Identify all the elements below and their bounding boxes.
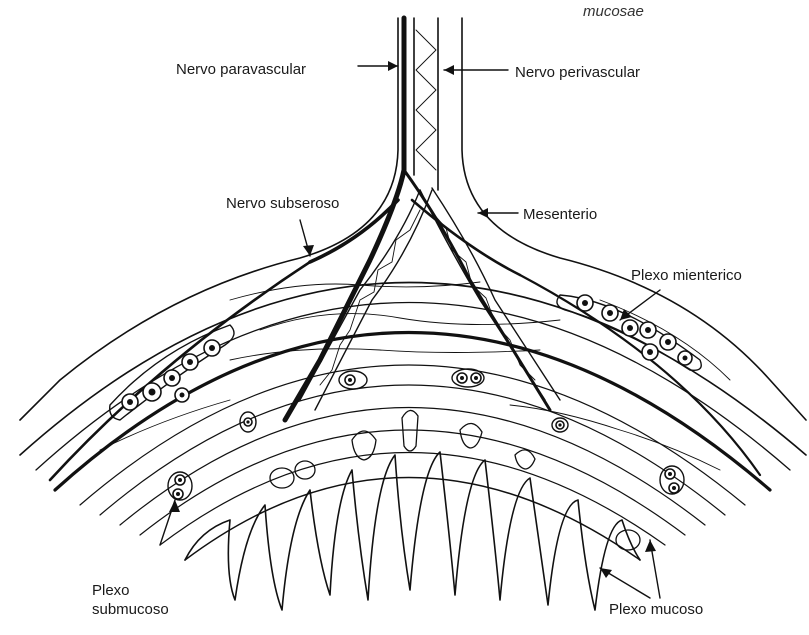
arrowhead-perivascular [444, 65, 454, 75]
fiber-wiggle-4 [510, 405, 720, 470]
vessel-zigzag-left [320, 210, 420, 385]
lymphoid-follicle-3 [616, 530, 640, 550]
label-nervo-perivascular: Nervo perivascular [515, 63, 640, 82]
label-plexo-submucoso-2: submucoso [92, 600, 169, 619]
perivascular-plexus-zigzag [416, 30, 436, 170]
label-plexo-mucoso: Plexo mucoso [609, 600, 703, 619]
crypt-2 [402, 410, 418, 451]
crypt-4 [515, 450, 535, 469]
label-nervo-subseroso: Nervo subseroso [226, 194, 339, 213]
submucosa-arc-2 [160, 453, 665, 546]
submucosa-arc-1 [140, 430, 685, 535]
arrowhead-mesenterio [478, 208, 488, 218]
arrowhead-mucoso-a [600, 568, 612, 578]
villi-outline [185, 452, 640, 610]
arrowhead-mucoso-b [645, 540, 656, 552]
label-plexo-mienterico: Plexo mienterico [631, 266, 742, 285]
label-nervo-paravascular: Nervo paravascular [176, 60, 306, 79]
label-mucosae: mucosae [583, 2, 644, 21]
arrowhead-paravascular [388, 61, 398, 71]
label-mesenterio: Mesenterio [523, 205, 597, 224]
label-plexo-submucoso-1: Plexo [92, 581, 130, 600]
muscle-arc-4 [120, 408, 705, 526]
arrowhead-submucoso [169, 500, 180, 512]
lymphoid-follicle-1 [270, 468, 294, 488]
serosal-nerve-left [50, 262, 310, 480]
